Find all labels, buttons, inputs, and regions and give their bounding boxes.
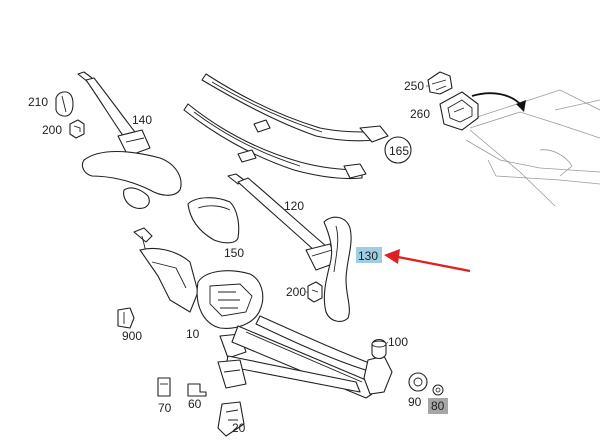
part-90-grommet bbox=[408, 372, 428, 392]
label-900: 900 bbox=[122, 329, 142, 343]
label-210: 210 bbox=[28, 95, 48, 109]
label-250: 250 bbox=[404, 79, 424, 93]
fitting-direction-arrow bbox=[471, 92, 526, 112]
car-body-outline bbox=[465, 89, 600, 207]
part-10-wiper-linkage-motor bbox=[133, 227, 393, 399]
red-pointer-arrow bbox=[384, 249, 471, 273]
label-165: 165 bbox=[389, 144, 409, 158]
part-130-arm-cover bbox=[323, 216, 352, 322]
part-140-rear-wiper-cover bbox=[81, 150, 182, 209]
part-260-cover bbox=[439, 91, 479, 131]
part-150-cap bbox=[187, 197, 240, 244]
leader-100 bbox=[385, 341, 389, 345]
part-200-nut-lower bbox=[307, 281, 323, 303]
part-120-front-wiper-arm bbox=[227, 173, 339, 271]
label-100: 100 bbox=[388, 335, 408, 349]
part-140-rear-wiper-arm bbox=[77, 71, 151, 157]
label-130: 130 bbox=[358, 249, 378, 263]
part-900-clip bbox=[117, 307, 135, 329]
label-200-upper: 200 bbox=[42, 123, 62, 137]
part-250-sensor bbox=[426, 71, 453, 95]
front-wiper-blade-driver bbox=[201, 73, 389, 143]
label-140: 140 bbox=[132, 113, 152, 127]
label-200-lower: 200 bbox=[286, 285, 306, 299]
label-120: 120 bbox=[284, 199, 304, 213]
gray-box-80 bbox=[428, 398, 448, 414]
part-210-cap bbox=[55, 91, 74, 117]
label-10: 10 bbox=[186, 327, 200, 341]
part-70-bolt bbox=[157, 377, 171, 397]
front-wiper-blade-passenger bbox=[183, 103, 367, 180]
part-60-screw bbox=[187, 383, 207, 397]
label-260: 260 bbox=[410, 107, 430, 121]
highlight-box-130 bbox=[356, 247, 382, 263]
part-20-bracket bbox=[217, 401, 245, 437]
part-100-bushing bbox=[371, 338, 387, 360]
label-90: 90 bbox=[408, 395, 422, 409]
label-80: 80 bbox=[431, 399, 445, 413]
part-80-washer bbox=[432, 384, 444, 396]
label-150: 150 bbox=[224, 246, 244, 260]
label-70: 70 bbox=[158, 401, 172, 415]
label-20: 20 bbox=[232, 421, 246, 435]
part-200-nut-upper bbox=[69, 119, 85, 139]
part-165-callout-circle bbox=[384, 136, 412, 164]
label-60: 60 bbox=[188, 397, 202, 411]
